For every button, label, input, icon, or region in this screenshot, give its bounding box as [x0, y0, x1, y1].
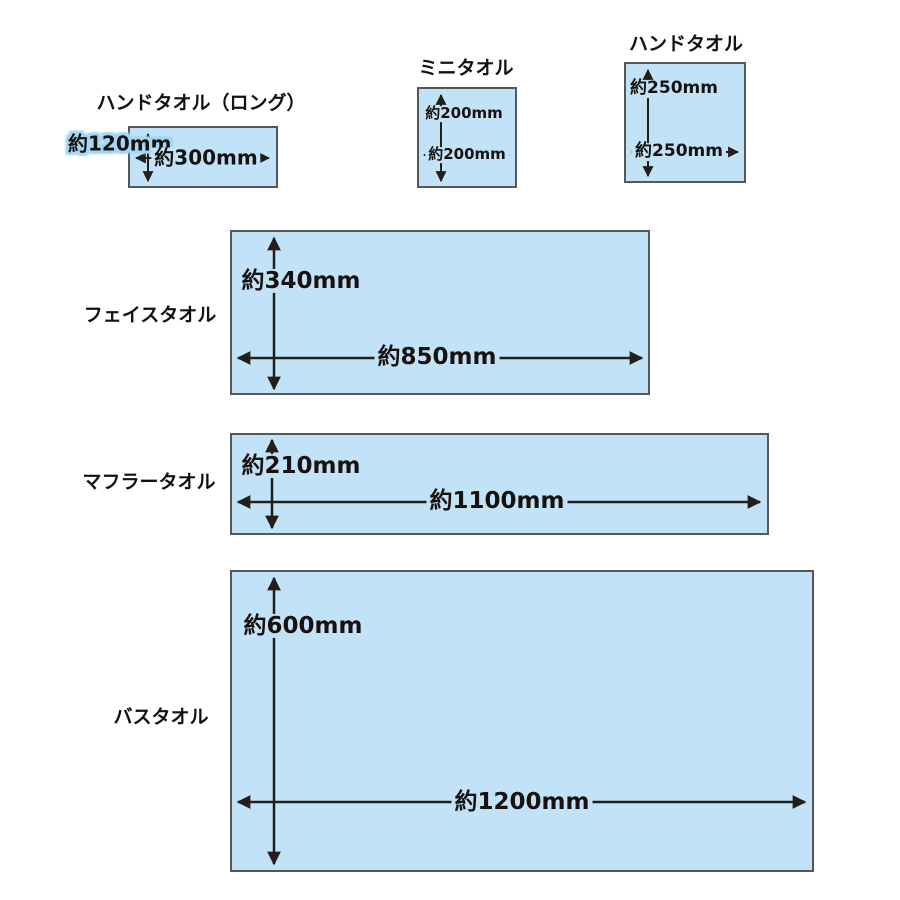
height-label-mini-towel: 約200mm [422, 105, 506, 122]
towel-title-hand-towel-long: ハンドタオル（ロング） [96, 92, 306, 114]
height-label-bath-towel: 約600mm [240, 614, 366, 638]
height-label-face-towel: 約340mm [238, 269, 364, 293]
towel-title-face-towel: フェイスタオル [83, 304, 217, 326]
towel-title-muffler-towel: マフラータオル [82, 471, 216, 493]
width-label-mini-towel: 約200mm [425, 146, 509, 163]
towel-rect-muffler-towel [230, 433, 769, 535]
width-label-hand-towel: 約250mm [632, 142, 726, 161]
towel-title-mini-towel: ミニタオル [418, 57, 514, 79]
width-label-hand-towel-long: 約300mm [151, 147, 261, 169]
width-label-bath-towel: 約1200mm [451, 790, 593, 814]
height-label-hand-towel: 約250mm [627, 79, 721, 98]
towel-title-hand-towel: ハンドタオル [628, 33, 743, 55]
towel-rect-face-towel [230, 230, 650, 395]
height-label-muffler-towel: 約210mm [238, 454, 364, 478]
towel-rect-mini-towel [417, 87, 517, 188]
width-label-muffler-towel: 約1100mm [426, 489, 568, 513]
towel-title-bath-towel: バスタオル [113, 706, 209, 728]
width-label-face-towel: 約850mm [374, 345, 500, 369]
